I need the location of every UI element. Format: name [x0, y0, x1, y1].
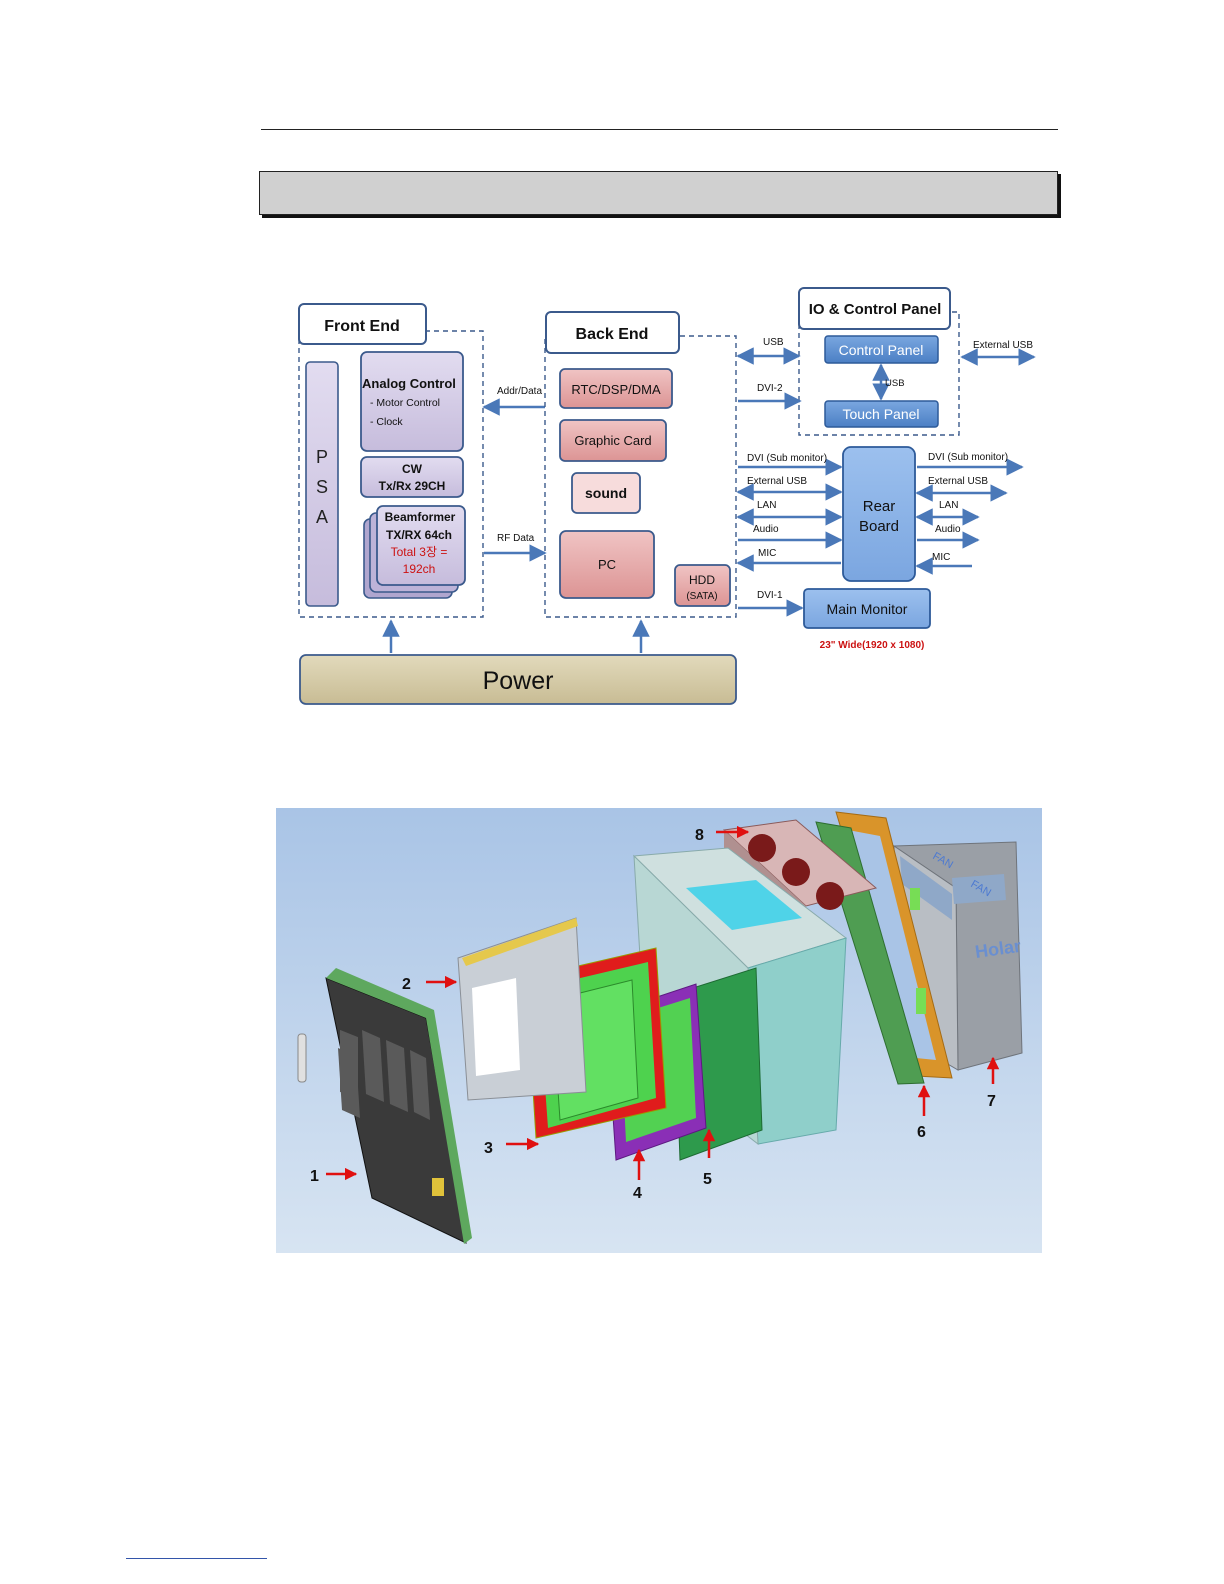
- dvi2-link-label: DVI-2: [757, 383, 783, 394]
- fan-1: [748, 834, 776, 862]
- fan-3: [816, 882, 844, 910]
- dvi-sub-right-label: DVI (Sub monitor): [928, 452, 1008, 463]
- main-monitor-spec: 23" Wide(1920 x 1080): [820, 640, 925, 651]
- pc-label: PC: [598, 557, 616, 572]
- beamformer-label-line1: Beamformer: [385, 510, 456, 524]
- callout-number-3: 3: [484, 1140, 493, 1157]
- external-usb-io-label: External USB: [973, 340, 1033, 351]
- clock-label: - Clock: [370, 416, 403, 428]
- door-latch: [432, 1178, 444, 1196]
- psa-letter-s: S: [316, 477, 328, 497]
- io-panel-title: IO & Control Panel: [809, 301, 942, 318]
- sound-label: sound: [585, 485, 627, 501]
- control-panel-label: Control Panel: [839, 342, 924, 358]
- rtc-dsp-dma-label: RTC/DSP/DMA: [571, 382, 661, 397]
- mic-left-label: MIC: [758, 548, 776, 559]
- rear-board-connector-2: [916, 988, 926, 1014]
- power-label: Power: [483, 667, 554, 695]
- front-end-group: Front End P S A Analog Control - Motor C…: [299, 304, 483, 617]
- beamformer-label-line2: TX/RX 64ch: [386, 528, 452, 542]
- audio-left-label: Audio: [753, 524, 779, 535]
- front-end-title: Front End: [324, 318, 400, 335]
- rear-board-label-line1: Rear: [863, 498, 896, 515]
- rf-data-label: RF Data: [497, 533, 535, 544]
- beamformer-total-line1: Total 3장 =: [391, 545, 448, 559]
- psa-letter-p: P: [316, 447, 328, 467]
- analog-control-label: Analog Control: [362, 376, 456, 391]
- cw-label-line2: Tx/Rx 29CH: [379, 479, 446, 493]
- back-end-group: Back End RTC/DSP/DMA Graphic Card sound …: [545, 312, 736, 617]
- lan-right-label: LAN: [939, 500, 958, 511]
- callout-number-2: 2: [402, 976, 411, 993]
- callout-number-6: 6: [917, 1124, 926, 1141]
- mic-right-label: MIC: [932, 552, 950, 563]
- panel-usb-label: USB: [885, 378, 905, 389]
- cw-label-line1: CW: [402, 462, 423, 476]
- system-block-diagram: Front End P S A Analog Control - Motor C…: [0, 0, 1224, 780]
- hdd-label-line1: HDD: [689, 573, 715, 587]
- main-monitor-label: Main Monitor: [827, 601, 908, 617]
- callout-number-5: 5: [703, 1171, 712, 1188]
- motor-control-label: - Motor Control: [370, 397, 440, 409]
- rear-board-label-line2: Board: [859, 518, 899, 535]
- fan-2: [782, 858, 810, 886]
- door-handle: [298, 1034, 306, 1082]
- hdd-label-line2: (SATA): [686, 591, 717, 602]
- io-control-panel-group: IO & Control Panel Control Panel Touch P…: [799, 288, 1034, 435]
- beamformer-total-line2: 192ch: [403, 562, 436, 576]
- footnote-rule: [126, 1558, 267, 1559]
- callout-number-1: 1: [310, 1168, 319, 1185]
- rear-board-connector-1: [910, 888, 920, 910]
- addr-data-label: Addr/Data: [497, 386, 542, 397]
- dvi-sub-left-label: DVI (Sub monitor): [747, 453, 827, 464]
- back-end-title: Back End: [576, 326, 649, 343]
- graphic-card-label: Graphic Card: [574, 433, 651, 448]
- lan-left-label: LAN: [757, 500, 776, 511]
- usb-link-label: USB: [763, 337, 784, 348]
- callout-number-7: 7: [987, 1093, 996, 1110]
- ext-usb-left-label: External USB: [747, 476, 807, 487]
- callout-number-4: 4: [633, 1185, 642, 1202]
- callout-number-8: 8: [695, 827, 704, 844]
- audio-right-label: Audio: [935, 524, 961, 535]
- touch-panel-label: Touch Panel: [842, 406, 919, 422]
- psa-letter-a: A: [316, 507, 328, 527]
- exploded-hardware-view: FAN FAN Holar AC: [276, 808, 1042, 1253]
- dvi1-link-label: DVI-1: [757, 590, 783, 601]
- ext-usb-right-label: External USB: [928, 476, 988, 487]
